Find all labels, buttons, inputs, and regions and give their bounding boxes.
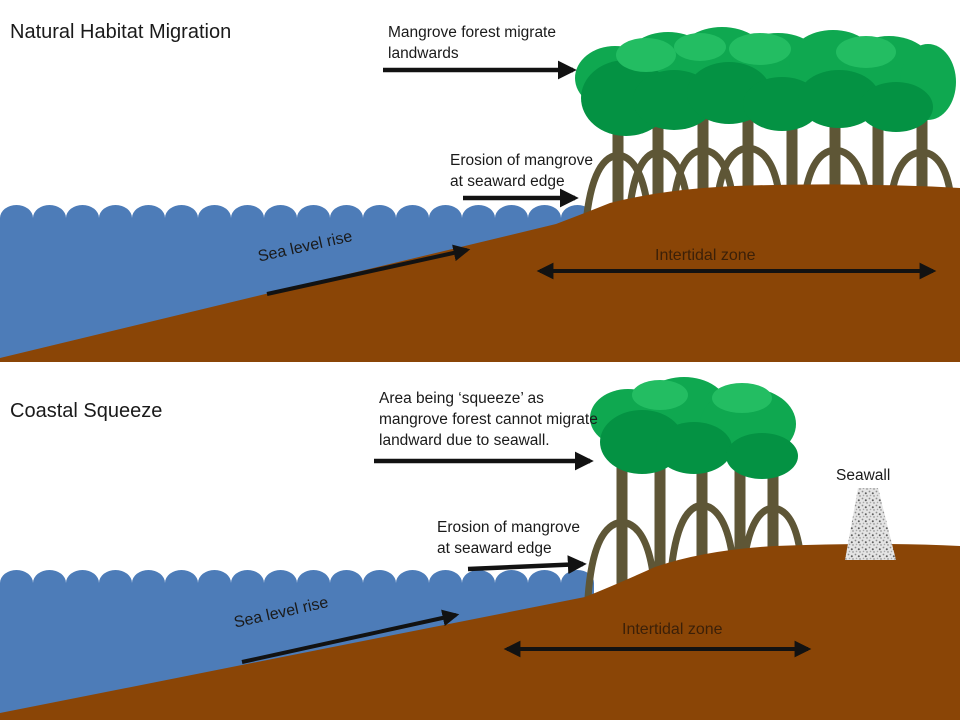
sea-level-rise-arrow-bottom: [241, 609, 460, 664]
prop-roots-top: [581, 144, 956, 239]
canopy-bottom: [590, 377, 798, 479]
seawall-label: Seawall: [836, 467, 891, 484]
prop-roots-bottom: [584, 501, 806, 602]
erosion-label-top: Erosion of mangrove at seaward edge: [450, 152, 594, 190]
panel-title-coastal-squeeze: Coastal Squeeze: [10, 400, 163, 422]
arrows-bottom: [241, 451, 812, 664]
land-bottom: [0, 544, 960, 720]
erosion-label-bottom: Erosion of mangrove at seaward edge: [437, 519, 581, 557]
erosion-arrow-bottom: [467, 555, 587, 575]
mangrove-forest-bottom: [584, 377, 806, 602]
arrows-top: [266, 60, 937, 296]
bottom-panel-graphics: [0, 377, 960, 720]
intertidal-zone-label-top: Intertidal zone: [655, 247, 756, 264]
seawall: [845, 488, 896, 560]
land-top: [0, 184, 960, 362]
sea-level-rise-arrow-top: [266, 244, 471, 296]
migrate-landwards-label: Mangrove forest migrate landwards: [388, 24, 556, 62]
intertidal-zone-label-bottom: Intertidal zone: [622, 621, 723, 638]
panel-title-natural-habitat-migration: Natural Habitat Migration: [10, 21, 232, 43]
canopy-top: [575, 27, 956, 136]
mangrove-forest-top: [575, 27, 956, 239]
squeeze-label: Area being ‘squeeze’ as mangrove forest …: [379, 390, 598, 449]
top-panel-graphics: [0, 27, 960, 362]
